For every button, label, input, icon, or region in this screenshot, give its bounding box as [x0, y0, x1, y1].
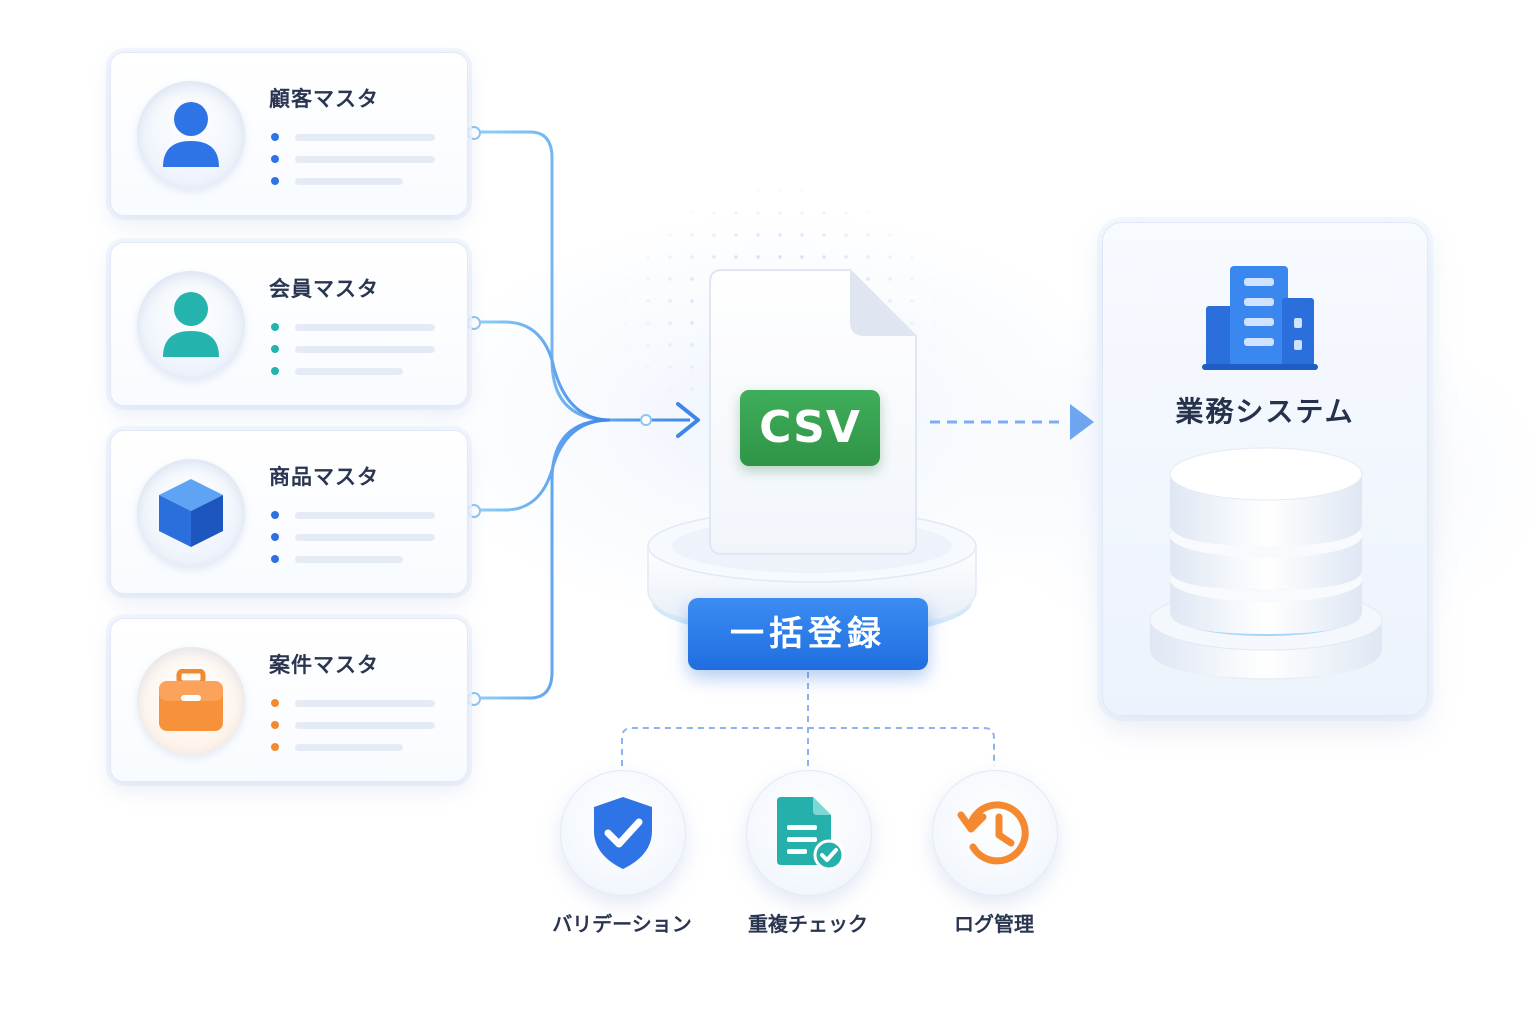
connector-customer: [478, 130, 690, 422]
person-icon: [163, 102, 219, 167]
feature-label: バリデーション: [552, 912, 692, 936]
feature-log-management[interactable]: [932, 770, 1058, 896]
source-card-customer[interactable]: 顧客マスタ: [110, 52, 468, 216]
briefcase-icon: [159, 669, 223, 731]
database-icon: [1149, 447, 1383, 680]
shield-check-icon: [594, 797, 652, 869]
connector-project: [478, 418, 611, 700]
avatar: [137, 271, 245, 379]
bulk-register-button[interactable]: 一括登録: [688, 598, 928, 670]
feature-duplicate-check[interactable]: [746, 770, 872, 896]
cube-icon: [159, 479, 223, 547]
port-center: [640, 414, 652, 426]
member-icon: [163, 292, 219, 357]
avatar: [137, 81, 245, 189]
csv-badge: CSV: [740, 390, 880, 466]
port-customer: [467, 126, 481, 140]
arrow-to-csv: [676, 402, 700, 438]
port-member: [467, 316, 481, 330]
card-title: 会員マスタ: [269, 277, 379, 301]
dashed-branch-tree: [621, 727, 995, 766]
source-card-member[interactable]: 会員マスタ: [110, 242, 468, 406]
document-check-icon: [777, 797, 845, 871]
source-card-project[interactable]: 案件マスタ: [110, 618, 468, 782]
building-icon: [1202, 266, 1318, 370]
feature-validation[interactable]: [560, 770, 686, 896]
avatar: [137, 647, 245, 755]
system-title: 業務システム: [1175, 395, 1355, 428]
port-product: [467, 504, 481, 518]
feature-label: 重複チェック: [748, 912, 868, 936]
source-card-product[interactable]: 商品マスタ: [110, 430, 468, 594]
port-project: [467, 692, 481, 706]
connector-product: [478, 418, 611, 512]
avatar: [137, 459, 245, 567]
card-title: 案件マスタ: [269, 653, 379, 677]
history-clock-icon: [957, 801, 1029, 865]
arrow-head-system: [1070, 404, 1094, 440]
feature-label: ログ管理: [954, 912, 1034, 936]
connector-member: [478, 320, 611, 422]
card-title: 商品マスタ: [269, 465, 379, 489]
card-title: 顧客マスタ: [269, 87, 379, 111]
